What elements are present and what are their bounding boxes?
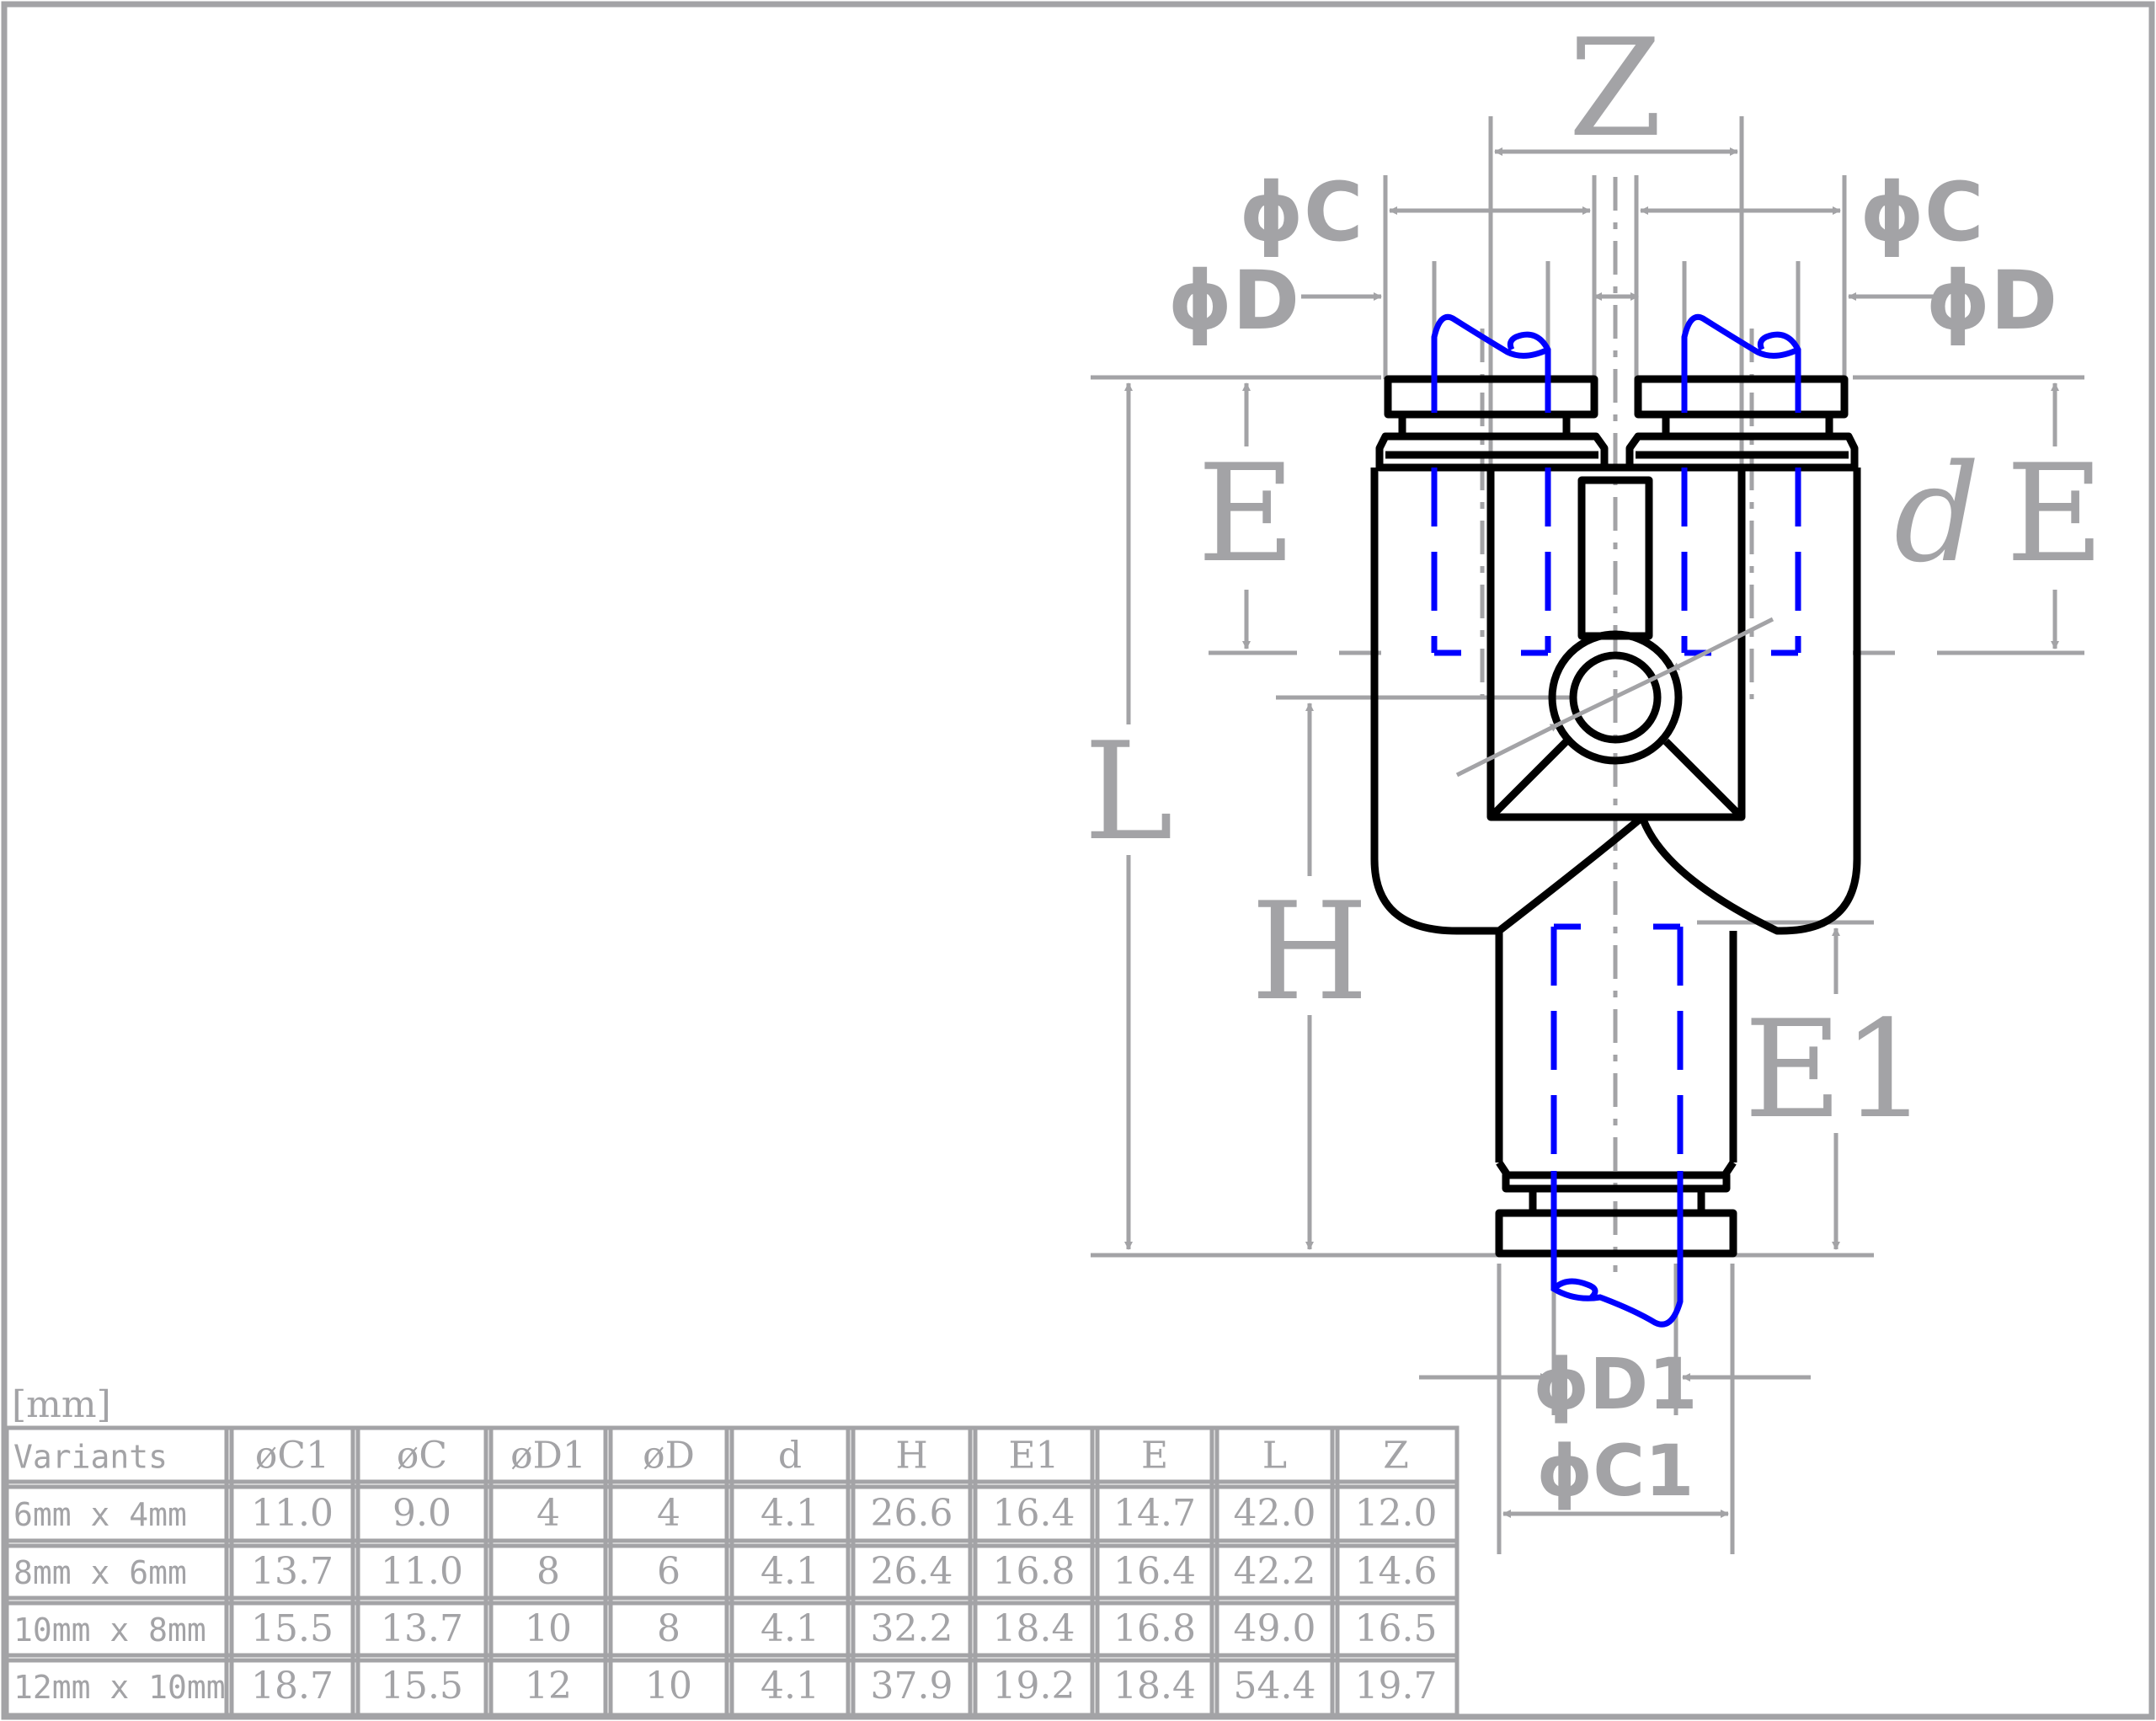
dim-label-e1: E1: [1744, 991, 1929, 1148]
dim-label-z: Z: [1568, 9, 1662, 167]
table-variant-cell: 6mm x 4mm: [13, 1496, 187, 1533]
table-value-cell: 10: [525, 1607, 572, 1650]
table-grid: [4, 1425, 1460, 1718]
dim-label-e-left: E: [1198, 435, 1296, 592]
table-variant-cell: 8mm x 6mm: [13, 1554, 187, 1591]
table-value-cell: 4: [657, 1492, 680, 1535]
table-value-cell: 54.4: [1234, 1665, 1316, 1708]
table-value-cell: 6: [657, 1550, 680, 1593]
center-lines: [1480, 177, 1754, 1272]
fitting-body: [1370, 375, 1861, 1258]
table-value-cell: 42.2: [1234, 1550, 1316, 1593]
table-value-cell: 4.1: [760, 1665, 819, 1708]
table-value-cell: 12: [525, 1665, 572, 1708]
table-header-cell: øC1: [255, 1435, 329, 1478]
dim-label-d-right: ϕD: [1926, 254, 2057, 348]
table-variant-cell: 10mm x 8mm: [13, 1611, 206, 1649]
table-value-cell: 11.0: [251, 1492, 334, 1535]
dim-label-h: H: [1251, 873, 1369, 1030]
dim-label-d-left: ϕD: [1168, 254, 1299, 348]
table-value-cell: 18.4: [1113, 1665, 1196, 1708]
table-value-cell: 16.8: [1113, 1607, 1196, 1650]
table-header-cell: Variants: [13, 1439, 168, 1476]
extension-lines: [1091, 116, 2084, 1554]
table-value-cell: 12.0: [1355, 1492, 1438, 1535]
table-value-cell: 4.1: [760, 1492, 819, 1535]
table-value-cell: 4.1: [760, 1550, 819, 1593]
table-value-cell: 49.0: [1234, 1607, 1316, 1650]
table-value-cell: 13.7: [251, 1550, 334, 1593]
table-value-cell: 9.0: [392, 1492, 451, 1535]
table-header-cell: øD: [643, 1435, 695, 1478]
table-header-cell: øC: [397, 1435, 447, 1478]
dim-label-c-left: ϕC: [1240, 165, 1364, 259]
table-value-cell: 8: [657, 1607, 680, 1650]
dimension-lines: [1124, 147, 2059, 1518]
table-value-cell: 16.5: [1355, 1607, 1438, 1650]
table-value-cell: 16.8: [993, 1550, 1075, 1593]
table-value-cell: 26.4: [871, 1550, 953, 1593]
table-value-cell: 14.7: [1113, 1492, 1196, 1535]
table-header-cell: Z: [1383, 1435, 1409, 1478]
table-header-cell: H: [895, 1435, 927, 1478]
table-unit-label: [mm]: [12, 1383, 111, 1426]
tube-paths: [1431, 313, 1801, 1328]
table-value-cell: 4: [536, 1492, 560, 1535]
table-value-cell: 32.2: [871, 1607, 953, 1650]
table-header-cell: E1: [1008, 1435, 1059, 1478]
table-header-cell: L: [1262, 1435, 1287, 1478]
table-value-cell: 15.5: [251, 1607, 334, 1650]
table-header-cell: d: [778, 1435, 802, 1478]
dim-label-e-right: E: [2006, 435, 2105, 592]
dim-label-d1: ϕD1: [1533, 1343, 1697, 1425]
table-value-cell: 11.0: [381, 1550, 463, 1593]
table-variant-cell: 12mm x 10mm: [13, 1669, 226, 1706]
dimension-table: [mm] Variants øC1 øC øD1 øD d H E1 E L Z 6mm x 4mm 1…: [4, 1383, 1460, 1718]
fitting-drawing: Z ϕC ϕC ϕD ϕD E E d L H E1 ϕD1 ϕC1: [1084, 9, 2105, 1554]
dim-label-d-small: d: [1894, 435, 1980, 592]
dim-label-l: L: [1084, 713, 1173, 870]
table-value-cell: 13.7: [381, 1607, 463, 1650]
dim-label-c-right: ϕC: [1860, 165, 1984, 259]
table-cells: Variants øC1 øC øD1 øD d H E1 E L Z 6mm x 4mm 11.0 9.…: [13, 1435, 1437, 1708]
table-value-cell: 16.4: [1113, 1550, 1196, 1593]
dim-label-c1: ϕC1: [1537, 1430, 1694, 1512]
table-value-cell: 16.4: [993, 1492, 1075, 1535]
table-value-cell: 14.6: [1355, 1550, 1438, 1593]
table-header-cell: øD1: [510, 1435, 586, 1478]
table-value-cell: 15.5: [381, 1665, 463, 1708]
table-value-cell: 19.2: [993, 1665, 1075, 1708]
table-value-cell: 10: [645, 1665, 692, 1708]
table-value-cell: 19.7: [1355, 1665, 1438, 1708]
table-value-cell: 26.6: [871, 1492, 953, 1535]
table-value-cell: 4.1: [760, 1607, 819, 1650]
table-value-cell: 18.7: [251, 1665, 334, 1708]
table-value-cell: 37.9: [871, 1665, 953, 1708]
table-value-cell: 8: [536, 1550, 560, 1593]
table-value-cell: 18.4: [993, 1607, 1075, 1650]
table-header-cell: E: [1141, 1435, 1168, 1478]
table-value-cell: 42.0: [1234, 1492, 1316, 1535]
